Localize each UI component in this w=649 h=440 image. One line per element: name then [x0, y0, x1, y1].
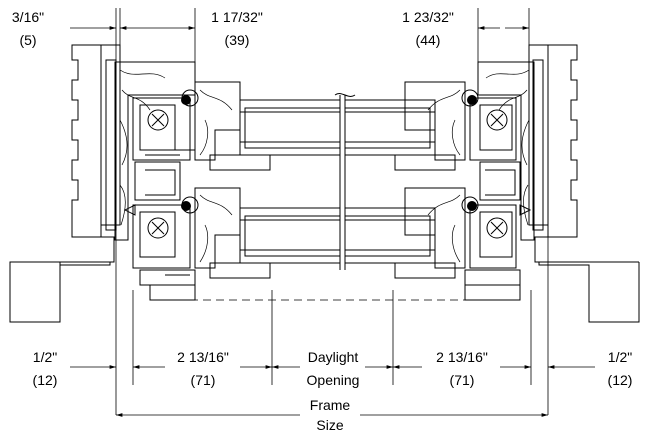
left-glazing — [209, 99, 341, 279]
dim-daylight-line2: Opening — [307, 372, 360, 388]
left-wall-jamb — [9, 44, 196, 323]
dim-frame-size-line1: Frame — [310, 397, 351, 413]
dim-top-center-right-imperial: 1 23/32" — [402, 9, 454, 25]
right-glazing — [344, 99, 456, 279]
dim-bottom-center-left-metric: (71) — [191, 372, 216, 388]
dim-bottom-right-imperial: 1/2" — [608, 349, 632, 365]
dim-bottom-left-imperial: 1/2" — [33, 349, 57, 365]
left-meeting-rail — [123, 161, 181, 216]
dim-top-center-left-metric: (39) — [225, 32, 250, 48]
dim-bottom-center-left-imperial: 2 13/16" — [177, 349, 229, 365]
dim-bottom-center-right-imperial: 2 13/16" — [436, 349, 488, 365]
left-sash-upper — [132, 81, 241, 161]
left-sash-lower — [132, 187, 241, 301]
extension-lines — [115, 8, 549, 415]
dim-daylight-line1: Daylight — [308, 349, 359, 365]
dim-bottom-right-metric: (12) — [608, 372, 633, 388]
dim-top-left-imperial: 3/16" — [12, 9, 44, 25]
right-sash-lower — [404, 187, 521, 301]
right-meeting-rail — [479, 161, 532, 216]
dim-top-left-metric: (5) — [19, 32, 36, 48]
dim-frame-size-line2: Size — [316, 417, 343, 433]
dim-bottom-left-metric: (12) — [33, 372, 58, 388]
right-wall-jamb — [477, 44, 640, 323]
dim-bottom-center-right-metric: (71) — [450, 372, 475, 388]
dim-top-center-right-metric: (44) — [416, 32, 441, 48]
dim-top-center-left-imperial: 1 17/32" — [211, 9, 263, 25]
right-sash-upper — [404, 81, 517, 161]
